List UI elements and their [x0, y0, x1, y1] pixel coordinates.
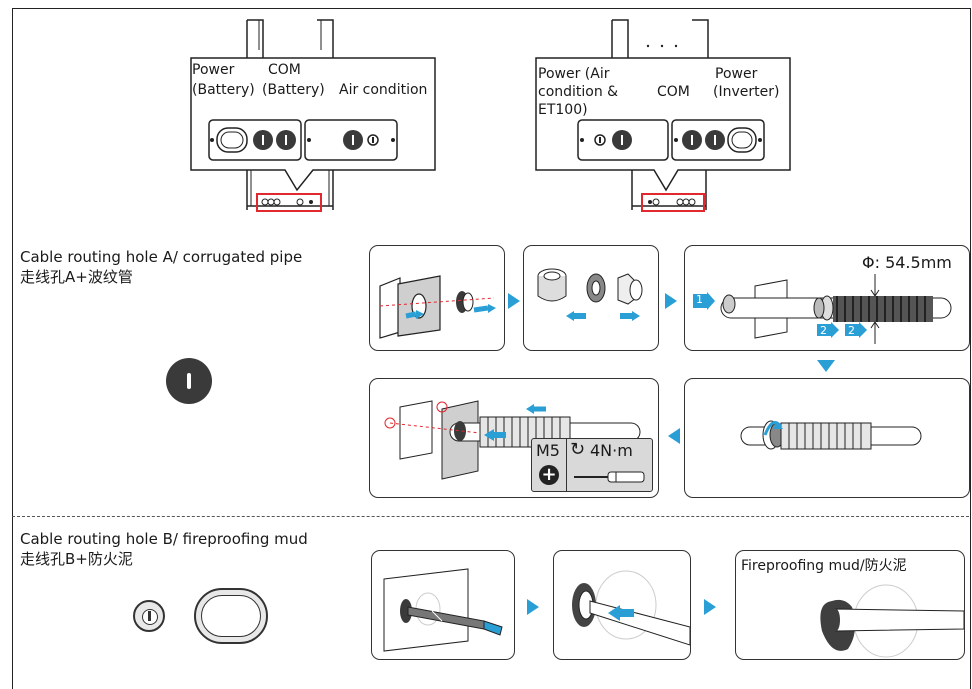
- corrugated-pipe: [833, 296, 933, 322]
- small-hole-icon: [133, 600, 165, 632]
- step-badge-1: 1: [696, 293, 703, 306]
- label-com-right: COM: [657, 84, 690, 100]
- section-a-title-en: Cable routing hole A/ corrugated pipe: [20, 248, 303, 266]
- label-power-air-3: ET100): [538, 102, 588, 118]
- step-a4-drawing: [740, 420, 922, 450]
- label-power-inverter-2: (Inverter): [713, 84, 780, 100]
- step-a3-panel: [684, 245, 970, 351]
- arrow-a2-a3: [665, 293, 677, 309]
- step-a2-panel: [523, 245, 659, 351]
- torque-box: M5 + ↻ 4N·m: [531, 438, 653, 492]
- label-power-air-1: Power (Air: [538, 66, 610, 82]
- large-hole-icon: [194, 588, 268, 644]
- step-a4-panel: [684, 378, 970, 498]
- arrow-a4-a5: [668, 428, 680, 444]
- torque-value: 4N·m: [590, 441, 633, 460]
- plug-icon: [166, 358, 212, 404]
- screwdriver-icon: [574, 471, 645, 483]
- section-a-title-zh: 走线孔A+波纹管: [20, 268, 133, 286]
- step-b2-drawing: [572, 570, 690, 646]
- step-a5-drawing: [384, 400, 641, 480]
- step-a1-drawing: [379, 275, 496, 339]
- label-power-inverter-1: Power: [715, 66, 758, 82]
- arrow-a3-a4: [817, 360, 835, 372]
- arrow-a1-a2: [508, 293, 520, 309]
- section-b-title-zh: 走线孔B+防火泥: [20, 550, 133, 568]
- label-com-1: COM: [268, 62, 301, 78]
- step-badge-2a: 2: [820, 324, 827, 337]
- step-b1-drawing: [383, 568, 503, 652]
- screw-size-label: M5: [536, 441, 560, 460]
- diagram-frame: [12, 8, 971, 689]
- rotate-icon: ↻: [570, 439, 586, 460]
- step-a2-drawing: [537, 268, 643, 321]
- label-power-battery-1: Power: [192, 62, 235, 78]
- plus-icon: +: [539, 465, 559, 485]
- section-divider: [12, 516, 969, 517]
- section-b-title-en: Cable routing hole B/ fireproofing mud: [20, 530, 308, 548]
- step-b2-panel: [553, 550, 691, 660]
- diameter-label: Φ: 54.5mm: [862, 253, 952, 272]
- device-right-figure: [530, 14, 800, 214]
- step-b1-panel: [371, 550, 515, 660]
- step-a3-drawing: [693, 274, 952, 344]
- label-com-2: (Battery): [262, 82, 325, 98]
- fireproofing-mud-label: Fireproofing mud/防火泥: [741, 558, 907, 574]
- label-air-condition: Air condition: [339, 82, 428, 98]
- torque-divider: [566, 439, 567, 491]
- device-left-drawing: [190, 19, 436, 212]
- device-left-figure: [185, 14, 445, 214]
- step-b3-panel: [735, 550, 965, 660]
- device-right-drawing: [535, 19, 791, 212]
- step-badge-2b: 2: [848, 324, 855, 337]
- label-power-air-2: condition &: [538, 84, 619, 100]
- arrow-b2-b3: [704, 599, 716, 615]
- label-power-battery-2: (Battery): [192, 82, 255, 98]
- step-b3-drawing: [820, 584, 964, 658]
- step-a1-panel: [369, 245, 505, 351]
- arrow-b1-b2: [527, 599, 539, 615]
